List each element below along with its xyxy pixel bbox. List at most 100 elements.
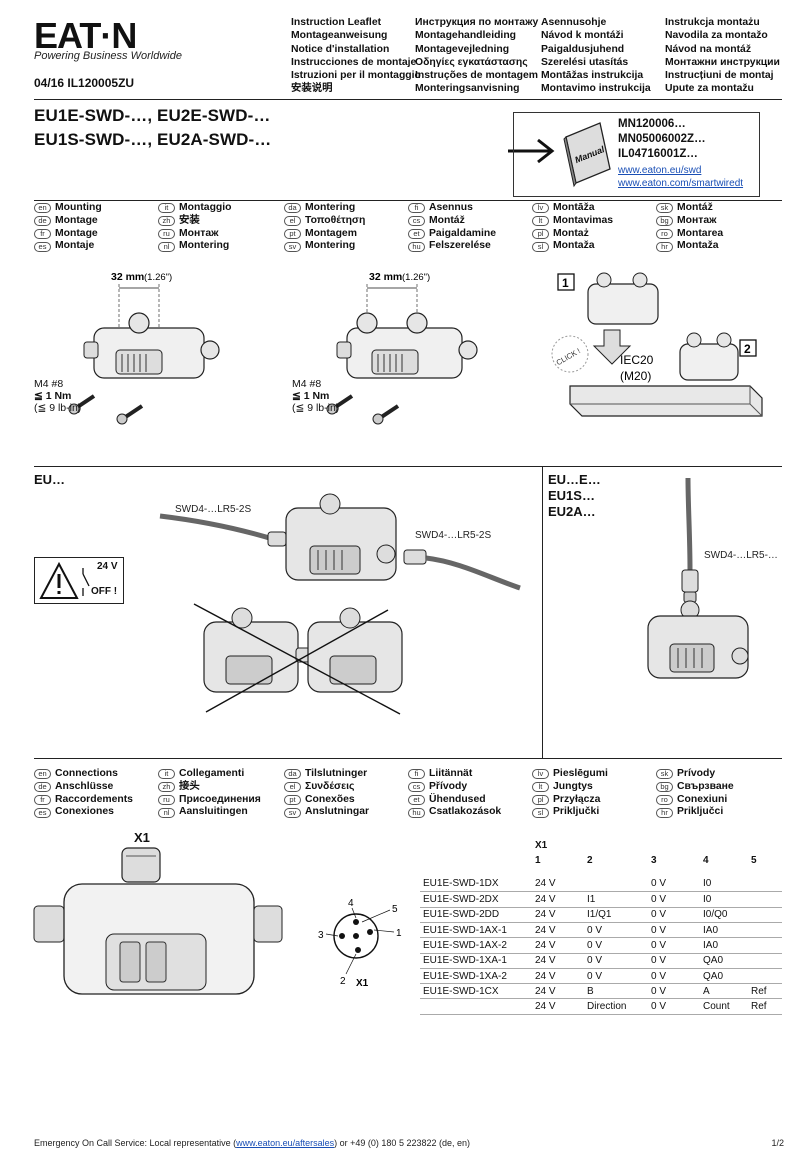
torque-lb: (≦ 9 lb-in) (292, 402, 340, 414)
table-cell (748, 937, 782, 954)
link-smartwired[interactable]: www.eaton.com/smartwiredt (618, 178, 744, 189)
page-number: 1/2 (771, 1138, 784, 1148)
header-column-2: Инструкция по монтажу Montagehandleiding… (415, 16, 538, 96)
pin-connector-label: X1 (356, 978, 369, 989)
table-cell: 0 V (584, 922, 648, 939)
table-cell: EU1E-SWD-2DD (420, 907, 532, 923)
table-cell: I1/Q1 (584, 907, 648, 923)
language-heading: Raccordements (55, 793, 133, 805)
language-code-badge: lv (532, 203, 549, 214)
language-code-badge: ru (158, 228, 175, 239)
language-row: da Tilslutninger (284, 768, 369, 781)
doc-ref: MN05006002Z… (618, 133, 706, 145)
warning-triangle-icon (39, 561, 79, 599)
header-column-1: Instruction Leaflet Montageanweisung Not… (291, 16, 421, 96)
pin-4: 4 (348, 898, 354, 909)
table-cell: IA0 (700, 937, 748, 954)
header-text: Notice d'installation (291, 43, 390, 55)
table-header (420, 853, 532, 868)
screw-size: M4 #8 (292, 378, 322, 390)
table-cell (420, 838, 532, 853)
language-heading: Prívody (677, 768, 716, 779)
header-text: Instrukcja montażu (665, 17, 760, 28)
screw-icon (68, 394, 96, 415)
language-code-badge: sk (656, 203, 673, 214)
language-heading: Montagem (305, 227, 357, 239)
language-code-badge: da (284, 203, 301, 214)
mounting-diagram-1: 32 mm (1.26") (68, 271, 220, 425)
language-code-badge: el (284, 782, 301, 793)
table-cell: 24 V (532, 998, 584, 1015)
language-heading: Priključci (677, 806, 724, 818)
language-code-badge: nl (158, 241, 175, 252)
section-rule (34, 758, 782, 759)
cable-label-left: SWD4-…LR5-2S (175, 504, 252, 515)
aftersales-link[interactable]: www.eaton.eu/aftersales (236, 1138, 335, 1148)
eu-section-label: EU… (34, 472, 66, 487)
table-cell (748, 953, 782, 969)
language-code-badge: da (284, 769, 301, 780)
language-heading: Montering (305, 240, 356, 252)
language-heading: Συνδέσεις (305, 780, 355, 792)
table-cell (748, 838, 782, 853)
table-cell: EU1E-SWD-1AX-2 (420, 937, 532, 954)
table-cell (748, 891, 782, 908)
document-id: 04/16 IL120005ZU (34, 76, 135, 90)
mounting-diagram-2: 32 mm (1.26") (326, 271, 478, 425)
table-cell (748, 876, 782, 893)
language-heading: Felszerelése (429, 240, 491, 252)
language-row: nl Montering (158, 240, 232, 253)
table-group-row: X1 (420, 838, 782, 853)
cross-line (193, 603, 401, 715)
table-cell: I0 (700, 876, 748, 893)
language-code-badge: sl (532, 807, 549, 818)
connector-x1 (121, 847, 161, 883)
table-cell: X1 (535, 840, 548, 852)
connector-top (356, 312, 378, 334)
language-heading: Montering (179, 240, 230, 252)
table-cell: A (700, 983, 748, 1000)
language-code-badge: pl (532, 228, 549, 239)
language-heading: Montāža (553, 202, 595, 213)
language-heading: Montaje (55, 240, 95, 252)
language-heading: Tilslutninger (305, 768, 368, 779)
table-cell: Count (700, 998, 748, 1015)
rail-label-2: (M20) (620, 369, 651, 383)
language-heading: Монтаж (179, 227, 219, 239)
cross-line (205, 609, 389, 713)
language-heading: Montering (305, 202, 356, 213)
table-cell: 24 V (532, 891, 584, 908)
language-code-badge: fi (408, 203, 425, 214)
language-code-badge: sv (284, 807, 301, 818)
language-code-badge: es (34, 807, 51, 818)
table-cell (700, 838, 748, 853)
link-swd[interactable]: www.eaton.eu/swd (618, 165, 702, 176)
language-heading: Paigaldamine (429, 227, 496, 239)
language-heading: Přívody (429, 780, 468, 792)
section-rule (34, 200, 782, 201)
language-heading: Anschlüsse (55, 780, 114, 792)
table-cell: 0 V (648, 983, 700, 1000)
table-cell: 24 V (532, 907, 584, 923)
